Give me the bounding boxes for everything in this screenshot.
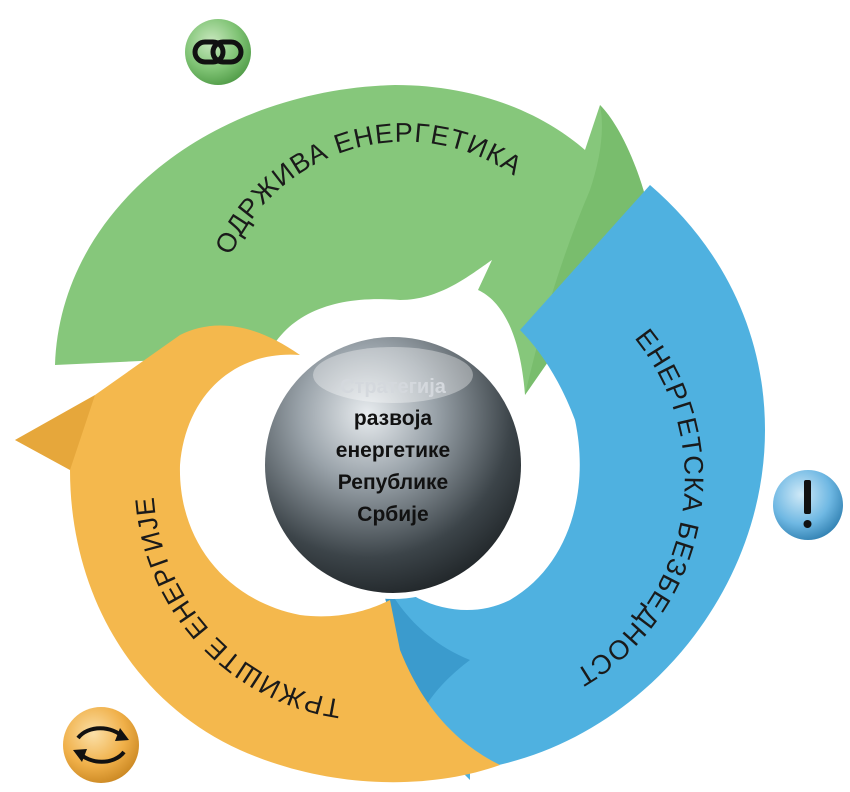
center-line-2: развоја — [354, 407, 432, 430]
blue-arrow-shade — [375, 560, 470, 730]
blue-arrow-segment — [375, 185, 765, 780]
green-arrow-segment — [55, 85, 650, 395]
center-sphere-ball — [265, 337, 521, 593]
center-sphere: Стратегија развоја енергетике Републике … — [259, 331, 527, 599]
center-line-4: Републике — [338, 471, 448, 494]
orange-arrow-shade — [15, 395, 95, 470]
ring-segments — [15, 85, 765, 783]
center-sphere-highlight — [313, 347, 473, 403]
center-line-1: Стратегија — [340, 376, 447, 398]
exclamation-badge — [773, 470, 843, 540]
exchange-arrows-badge — [63, 707, 139, 783]
exchange-arrows-badge-circle — [63, 707, 139, 783]
center-line-5: Србије — [357, 503, 428, 526]
chain-link-badge-circle — [185, 19, 251, 85]
center-line-3: енергетике — [336, 439, 450, 462]
orange-arrow-segment — [15, 325, 500, 783]
chain-link-badge — [185, 19, 251, 85]
chain-link-icon — [192, 39, 244, 65]
exclamation-icon — [803, 480, 812, 528]
